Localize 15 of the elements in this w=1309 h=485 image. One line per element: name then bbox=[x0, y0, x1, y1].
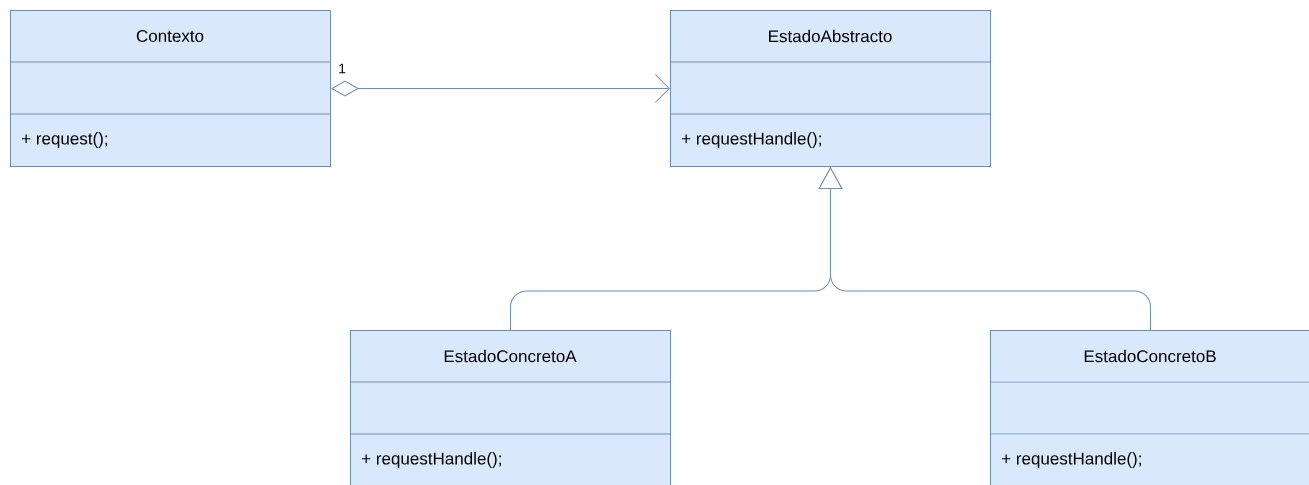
class-box bbox=[670, 10, 991, 167]
multiplicity-label: 1 bbox=[339, 63, 346, 74]
class-name: EstadoConcretoA bbox=[444, 349, 577, 363]
class-name: EstadoConcretoB bbox=[1084, 349, 1216, 363]
method-text: + requestHandle(); bbox=[362, 452, 501, 468]
class-box bbox=[350, 330, 671, 485]
aggregation-arrow bbox=[331, 74, 670, 103]
inheritance-arrow bbox=[818, 167, 1151, 331]
method-text: + request(); bbox=[22, 132, 108, 148]
method-text: + requestHandle(); bbox=[682, 132, 821, 148]
method-text: + requestHandle(); bbox=[1002, 452, 1141, 468]
class-name: EstadoAbstracto bbox=[769, 29, 892, 43]
class-box bbox=[10, 10, 331, 167]
class-name: Contexto bbox=[136, 30, 204, 43]
class-box bbox=[990, 330, 1309, 485]
